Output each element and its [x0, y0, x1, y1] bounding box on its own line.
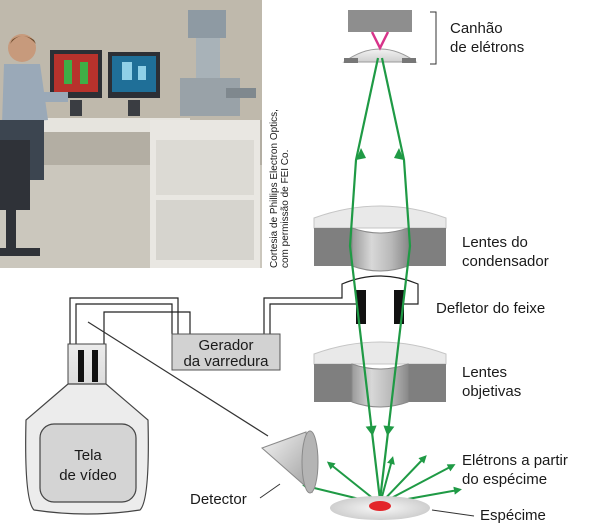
- condenser-label-1: Lentes do: [462, 234, 528, 251]
- condenser-lens: [313, 205, 447, 272]
- video-screen: Tela de vídeo: [25, 343, 149, 515]
- gun-label-2: de elétrons: [450, 39, 524, 56]
- detector-pointer: [259, 483, 281, 499]
- objective-label-2: objetivas: [462, 383, 521, 400]
- electron-gun: [342, 10, 418, 63]
- specimen-pointer: [431, 509, 475, 517]
- scan-generator: Gerador da varredura: [171, 333, 281, 371]
- screen-label-1: Tela: [74, 447, 102, 464]
- beam-deflector: [356, 290, 404, 324]
- detector: [261, 430, 319, 494]
- scan-wires: [69, 275, 419, 345]
- scan-label-1: Gerador: [198, 337, 253, 354]
- deflector-label: Defletor do feixe: [436, 300, 545, 317]
- beam-arrowheads: [356, 148, 404, 436]
- gun-label-1: Canhão: [450, 20, 503, 37]
- electrons-label-1: Elétrons a partir: [462, 452, 568, 469]
- detector-cable: [87, 321, 269, 437]
- screen-label-2: de vídeo: [59, 467, 117, 484]
- specimen-label: Espécime: [480, 507, 546, 523]
- gun-bracket: [430, 11, 437, 65]
- scan-label-2: da varredura: [183, 353, 269, 370]
- credit-line-1: Cortesia de Phillips Electron Optics,: [269, 109, 280, 268]
- sem-workstation-photo: [0, 0, 262, 268]
- electrons-label-2: do espécime: [462, 471, 547, 488]
- detector-label: Detector: [190, 491, 247, 508]
- objective-lens: [313, 341, 447, 408]
- credit-line-2: com permissão de FEI Co.: [280, 150, 291, 268]
- electron-beam: [348, 57, 412, 501]
- photo-credit: Cortesia de Phillips Electron Optics, co…: [269, 109, 291, 268]
- objective-label-1: Lentes: [462, 364, 507, 381]
- specimen: [330, 496, 430, 520]
- condenser-label-2: condensador: [462, 253, 549, 270]
